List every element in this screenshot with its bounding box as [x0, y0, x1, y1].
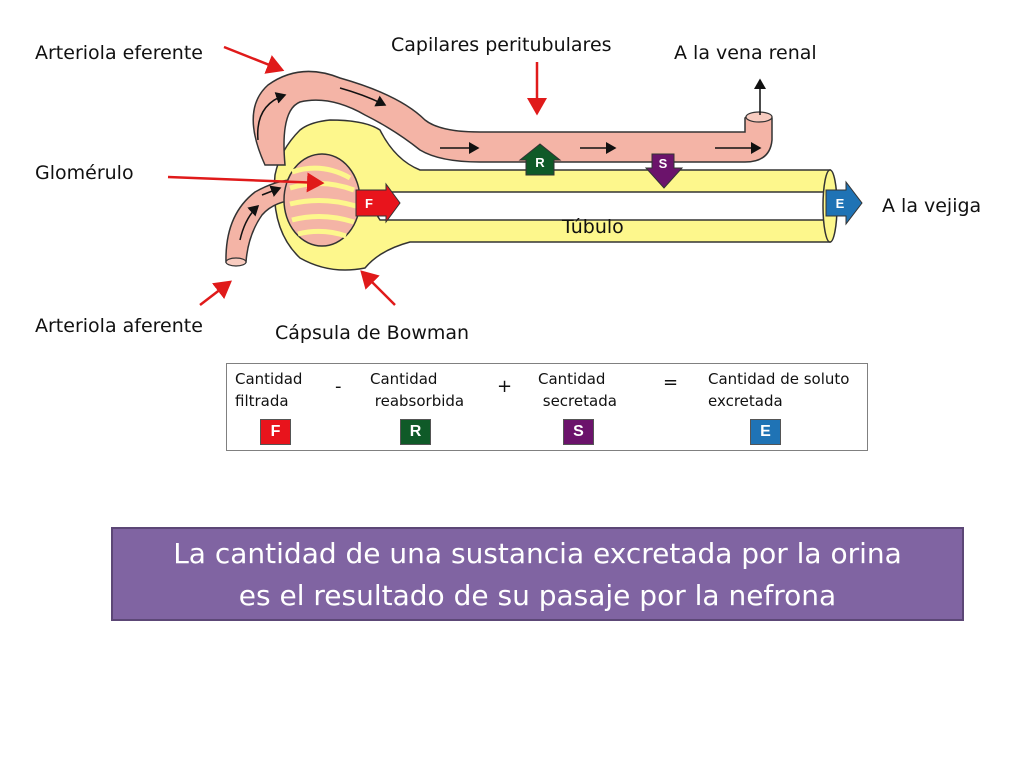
minus-operator: -: [335, 376, 342, 397]
equation-term-filtrada: Cantidad filtrada: [235, 370, 303, 410]
nephron-diagram: F R S E: [167, 45, 863, 306]
excretion-marker: E: [825, 180, 863, 226]
equation-box: Cantidad filtrada - Cantidad reabsorbida…: [226, 363, 868, 451]
label-capsula-bowman: Cápsula de Bowman: [275, 322, 470, 344]
reabsorption-marker-label: R: [535, 155, 545, 170]
equation-term-secretada: Cantidad secretada: [538, 370, 617, 410]
filtration-marker: F: [355, 182, 401, 224]
blood-vessels: [225, 70, 773, 267]
equation-term-excretada: Cantidad de soluto excretada: [708, 370, 850, 410]
label-capilares-peritubulares: Capilares peritubulares: [391, 34, 612, 56]
summary-line-1: La cantidad de una sustancia excretada p…: [173, 537, 902, 570]
reabsorption-marker: R: [518, 143, 562, 176]
label-vena-renal: A la vena renal: [674, 42, 817, 64]
label-arteriola-eferente: Arteriola eferente: [35, 42, 203, 64]
label-glomerulo: Glomérulo: [35, 162, 134, 184]
badge-f: F: [260, 419, 291, 445]
secretion-marker-label: S: [659, 156, 668, 171]
label-vejiga: A la vejiga: [882, 195, 982, 217]
badge-e: E: [750, 419, 781, 445]
flow-arrows: [239, 78, 766, 241]
badge-s: S: [563, 419, 594, 445]
label-arteriola-aferente: Arteriola aferente: [35, 315, 203, 337]
pointer-arrows: [167, 45, 547, 306]
plus-operator: +: [497, 376, 513, 397]
equation-term-reabsorbida: Cantidad reabsorbida: [370, 370, 465, 410]
summary-line-2: es el resultado de su pasaje por la nefr…: [238, 579, 837, 612]
glomerulus: [283, 153, 361, 247]
excretion-marker-label: E: [836, 196, 845, 211]
summary-box: La cantidad de una sustancia excretada p…: [111, 527, 964, 621]
label-tubulo: Túbulo: [562, 216, 624, 238]
equals-operator: =: [663, 372, 679, 393]
filtration-marker-label: F: [365, 196, 373, 211]
badge-r: R: [400, 419, 431, 445]
secretion-marker: S: [644, 153, 684, 189]
